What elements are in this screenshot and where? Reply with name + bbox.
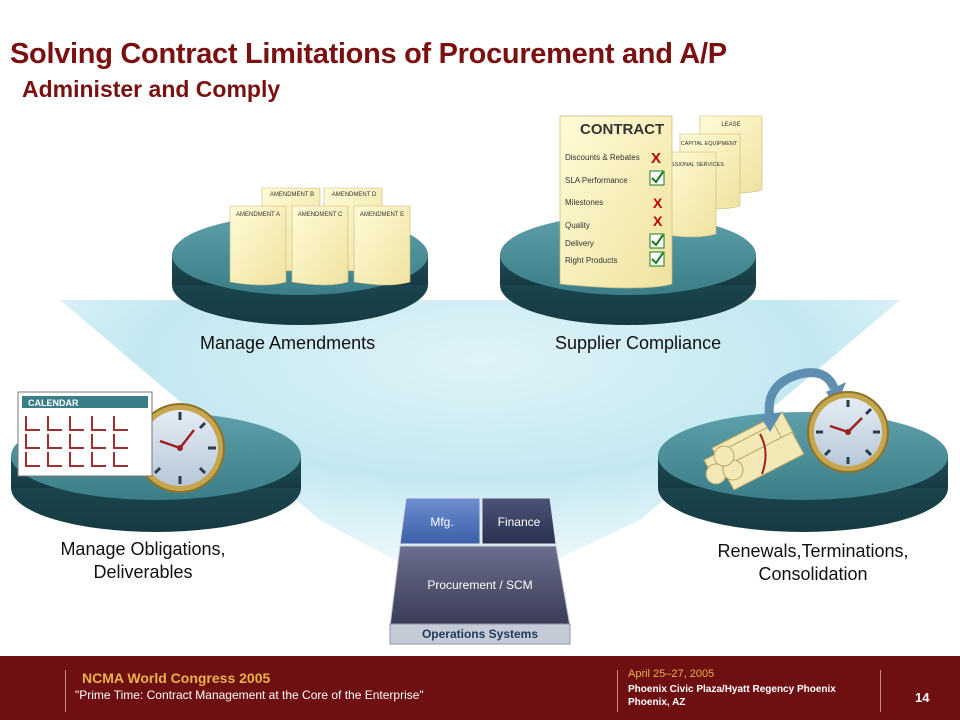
footer-org: NCMA World Congress 2005 [82, 670, 271, 686]
amendment-c-label: AMENDMENT C [298, 212, 343, 218]
slide-title: Solving Contract Limitations of Procurem… [10, 38, 727, 70]
clock-icon [807, 391, 889, 473]
x-mark-icon: X [653, 213, 663, 229]
page-number: 14 [915, 690, 930, 705]
checkmark-icon [649, 251, 665, 267]
footer-divider [880, 670, 881, 712]
contract-title: CONTRACT [580, 121, 664, 138]
footer-dates: April 25–27, 2005 [628, 668, 715, 680]
renewals-label: Renewals,Terminations, Consolidation [688, 540, 938, 586]
systems-stack: Mfg. Finance Procurement / SCM Operation… [389, 497, 571, 645]
x-mark-icon: X [653, 195, 663, 211]
professional-services-label: PROFESSIONAL SERVICES [652, 162, 724, 168]
contract-item-quality: Quality [565, 221, 590, 230]
amendment-d-label: AMENDMENT D [332, 192, 377, 198]
operations-systems-label: Operations Systems [422, 627, 538, 641]
contract-scrolls: LEASE CAPITAL EQUIPMENT PROFESSIONAL SER… [559, 115, 763, 289]
funnel-glow [60, 300, 900, 600]
lease-label: LEASE [721, 122, 740, 128]
footer-venue: Phoenix Civic Plaza/Hyatt Regency Phoeni… [628, 684, 836, 708]
contract-item-delivery: Delivery [565, 239, 594, 248]
footer-divider [617, 670, 618, 712]
calendar-icon: CALENDAR [17, 391, 153, 477]
checkmark-icon [649, 233, 665, 249]
mfg-label: Mfg. [430, 515, 453, 529]
capital-equipment-label: CAPITAL EQUIPMENT [681, 141, 738, 147]
contract-item-sla: SLA Performance [565, 176, 628, 185]
checkmark-icon [649, 170, 665, 186]
amendment-e-label: AMENDMENT E [360, 212, 404, 218]
contract-item-milestones: Milestones [565, 198, 603, 207]
manage-obligations-label: Manage Obligations, Deliverables [48, 538, 238, 584]
contract-item-right-products: Right Products [565, 256, 617, 265]
manage-amendments-label: Manage Amendments [200, 333, 376, 353]
footer-tagline: "Prime Time: Contract Management at the … [75, 688, 424, 702]
clock-icon [135, 403, 225, 493]
slide-subtitle: Administer and Comply [22, 76, 281, 102]
contract-item-discounts: Discounts & Rebates [565, 153, 640, 162]
amendment-a-label: AMENDMENT A [236, 212, 280, 218]
procurement-scm-label: Procurement / SCM [427, 578, 532, 592]
obligations-line-2: Deliverables [93, 562, 193, 582]
renewals-line-1: Renewals,Terminations, [717, 541, 909, 561]
footer-bar [0, 656, 960, 720]
x-mark-icon: X [651, 150, 661, 167]
supplier-compliance-label: Supplier Compliance [555, 333, 722, 353]
calendar-label: CALENDAR [28, 398, 79, 408]
footer-divider [65, 670, 66, 712]
renewals-line-2: Consolidation [758, 564, 868, 584]
amendment-b-label: AMENDMENT B [270, 192, 314, 198]
platform-renewals [658, 412, 948, 532]
finance-label: Finance [498, 515, 541, 529]
rolled-documents-icon [703, 411, 805, 491]
amendment-scrolls: AMENDMENT B AMENDMENT D AMENDMENT A AMEN… [229, 187, 411, 286]
obligations-line-1: Manage Obligations, [60, 539, 226, 559]
